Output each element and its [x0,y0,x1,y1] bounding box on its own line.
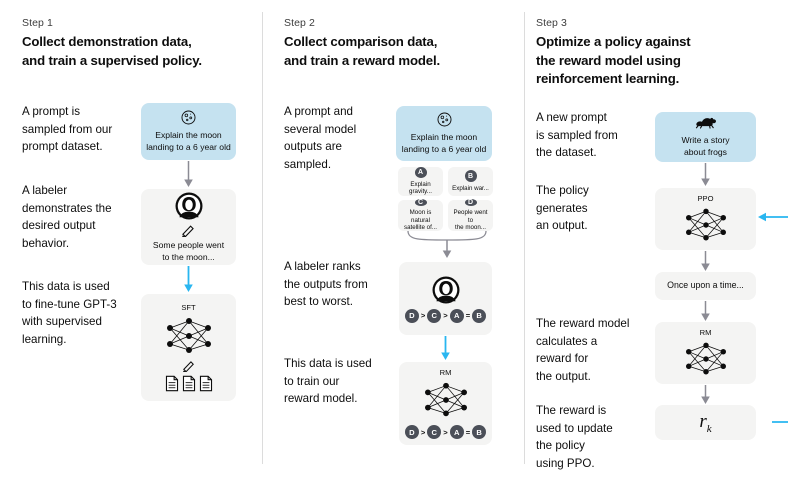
step-1-label: Step 1 [22,17,53,29]
step-3-paragraph-2: The policy generates an output. [536,184,589,233]
column-divider-1 [262,12,263,464]
document-icons [165,375,213,392]
moon-icon [437,112,451,127]
neural-network-icon [685,208,726,240]
step-2-prompt-box: Explain the moon landing to a 6 year old [396,106,492,161]
step-1-prompt-box: Explain the moon landing to a 6 year old [141,103,236,160]
neural-network-icon [424,382,467,417]
frog-icon [695,118,716,130]
option-text-b: Explain war... [452,185,489,193]
rank-item-3: A [449,308,464,323]
rank-op-1: > [420,311,426,320]
step-3-arrow-2 [701,251,710,271]
rank-op-3: = [465,311,471,320]
neural-network-icon [685,342,726,374]
step-3-paragraph-3: The reward model calculates a reward for… [536,317,630,383]
step-1-labeler-box: Some people went to the moon... [141,189,236,265]
step-2-labeler-box: D > C > A = B [399,262,492,335]
step-3-reward-box: rk [655,405,756,440]
rank-item-1: D [404,425,419,439]
rank-op-3: = [465,427,471,437]
step-3-paragraph-4: The reward is used to update the policy … [536,404,613,470]
step-3-label: Step 3 [536,17,567,29]
rank-item-4: B [472,308,487,323]
step-1-prompt-text: Explain the moon landing to a 6 year old [146,130,231,152]
step-3-rm-box: RM [655,322,756,384]
option-text-d: People went to the moon... [453,209,488,232]
step-1-paragraph-3: This data is used to fine-tune GPT-3 wit… [22,280,117,346]
document-icon [182,375,195,392]
column-divider-2 [524,12,525,464]
rank-op-1: > [420,427,426,437]
labeler-avatar-icon [175,192,202,220]
step-3-output-box: Once upon a time... [655,272,756,300]
step-3-column: Step 3 Optimize a policy against the rew… [524,0,788,479]
step-2-label: Step 2 [284,17,315,29]
labeler-avatar-icon [432,276,459,303]
document-icon [165,375,178,392]
step-3-prompt-box: Write a story about frogs [655,112,756,162]
step-3-output-text: Once upon a time... [667,280,744,291]
step-1-arrow-1 [184,161,193,187]
option-card-c: C Moon is natural satellite of... [398,199,443,232]
step-2-ranking-row: D > C > A = B [404,308,487,323]
step-1-labeler-output: Some people went to the moon... [152,239,225,262]
step-1-arrow-2 [184,266,193,292]
option-badge-c: C [414,199,427,207]
rm-label: RM [699,327,712,337]
option-card-b: B Explain war... [448,167,493,196]
step-2-arrow-2 [441,336,450,360]
step-2-paragraph-3: This data is used to train our reward mo… [284,357,372,406]
rank-item-4: B [472,425,487,439]
step-1-paragraph-1: A prompt is sampled from our prompt data… [22,105,113,154]
rank-item-2: C [427,308,442,323]
pencil-icon [182,361,194,372]
sft-label: SFT [181,303,196,312]
rm-label: RM [439,368,452,377]
neural-network-icon [166,318,211,353]
step-3-prompt-text: Write a story about frogs [681,135,730,157]
option-badge-d: D [464,199,477,207]
option-badge-b: B [464,170,477,183]
step-2-paragraph-1: A prompt and several model outputs are s… [284,105,357,171]
rank-item-1: D [404,308,419,323]
rank-op-2: > [443,311,448,320]
step-2-column: Step 2 Collect comparison data, and trai… [262,0,524,479]
moon-icon [181,110,196,125]
option-badge-a: A [414,167,427,178]
rank-item-3: A [449,425,464,439]
pencil-icon [182,225,194,237]
step-2-prompt-text: Explain the moon landing to a 6 year old [401,132,487,154]
step-3-arrow-1 [701,163,710,186]
step-2-title: Collect comparison data, and train a rew… [284,34,441,68]
option-text-c: Moon is natural satellite of... [403,209,438,232]
option-card-a: A Explain gravity... [398,167,443,196]
step-2-paragraph-2: A labeler ranks the outputs from best to… [284,260,368,309]
step-2-rm-box: RM D > C > A [399,362,492,445]
step-1-column: Step 1 Collect demonstration data, and t… [0,0,262,479]
ppo-label: PPO [697,193,714,203]
step-2-rm-ranking-row: D > C > A = B [404,425,487,439]
step-3-arrow-3 [701,301,710,321]
step-1-paragraph-2: A labeler demonstrates the desired outpu… [22,184,112,250]
step-1-title: Collect demonstration data, and train a … [22,34,202,68]
step-1-sft-box: SFT [141,294,236,401]
rank-item-2: C [427,425,442,439]
ppo-feedback-loop-arrow [758,212,788,423]
step-3-ppo-box: PPO [655,188,756,250]
step-2-merge-arrow [407,231,487,258]
document-icon [199,375,212,392]
step-3-arrow-4 [701,385,710,404]
reward-value: rk [699,410,712,435]
option-text-a: Explain gravity... [409,180,432,196]
step-3-title: Optimize a policy against the reward mod… [536,34,691,86]
option-card-d: D People went to the moon... [448,199,493,232]
rank-op-2: > [443,427,448,437]
step-3-paragraph-1: A new prompt is sampled from the dataset… [536,111,618,160]
